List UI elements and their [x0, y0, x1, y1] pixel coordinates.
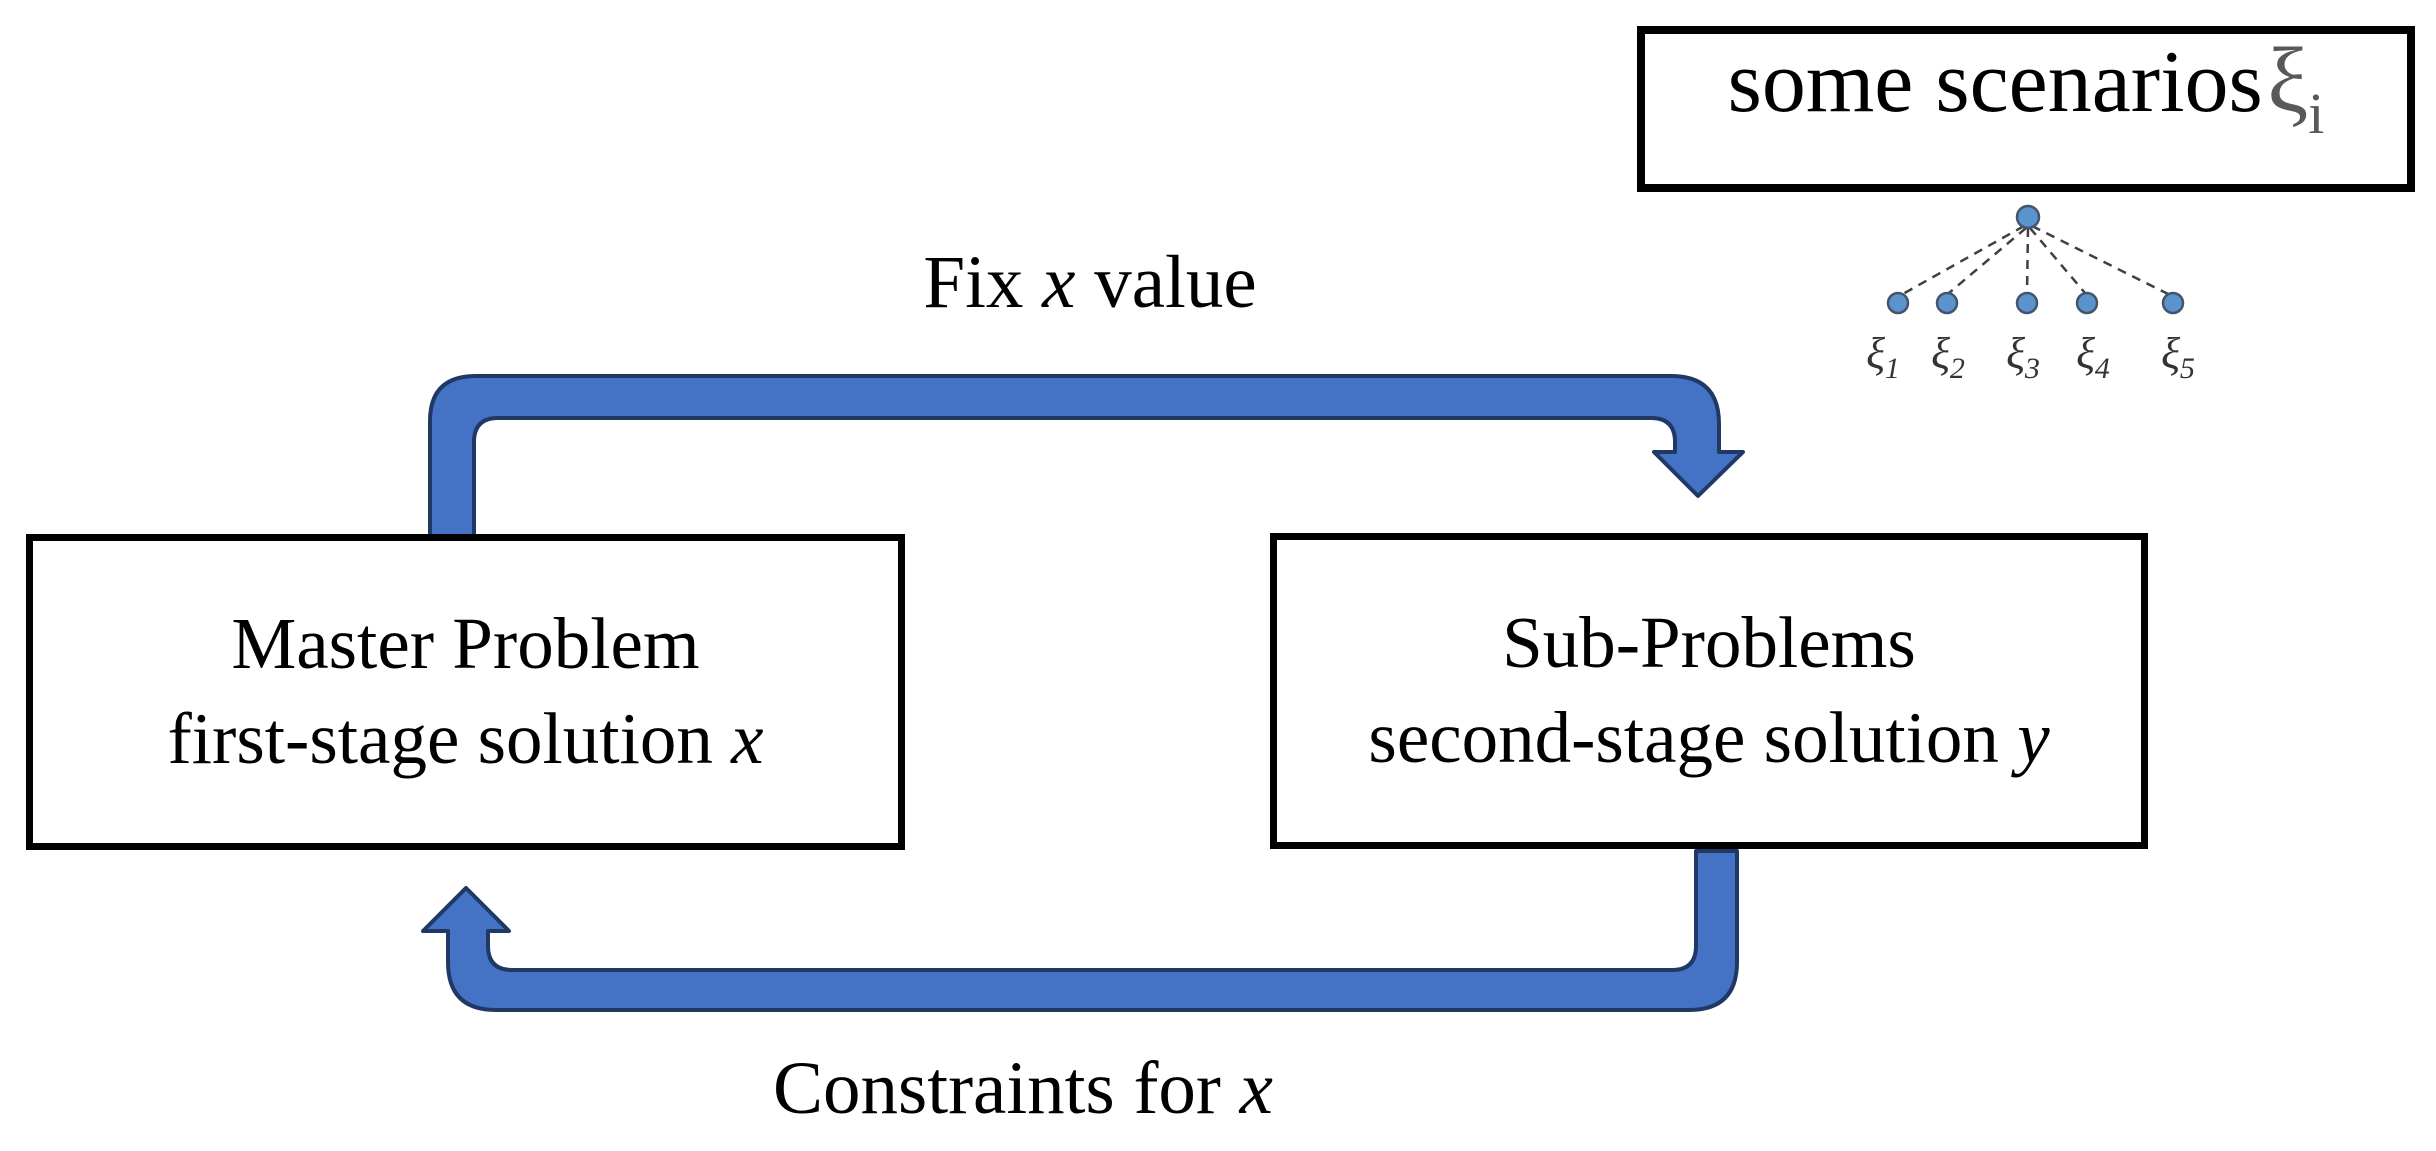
- scenario-tree-labels: ξ1 ξ2 ξ3 ξ4 ξ5: [1866, 329, 2195, 385]
- tree-leaf-node: [2075, 291, 2099, 315]
- sub-problems-subtitle: second-stage solution y: [1368, 697, 2050, 778]
- master-problem-subtitle: first-stage solution x: [167, 698, 764, 779]
- scenarios-box-text: some scenarios: [1727, 34, 2263, 131]
- scenario-tree: ξ1 ξ2 ξ3 ξ4 ξ5: [1866, 204, 2195, 385]
- variable-y: y: [2017, 697, 2050, 778]
- tree-edge: [2031, 224, 2171, 297]
- fix-x-arrow-shape: [428, 374, 1745, 539]
- variable-x: x: [1042, 241, 1076, 324]
- constraints-for-x-label: Constraints for x: [773, 1047, 1273, 1130]
- tree-label-xi4: ξ4: [2076, 329, 2110, 385]
- scenarios-box: some scenarios ξi: [1637, 26, 2415, 192]
- tree-leaf-node: [2015, 291, 2039, 315]
- scenario-tree-edges: [1900, 224, 2171, 297]
- tree-label-xi2: ξ2: [1931, 329, 1965, 385]
- tree-edge: [1948, 227, 2027, 294]
- master-problem-title: Master Problem: [231, 603, 700, 685]
- variable-x: x: [731, 698, 764, 779]
- master-problem-box: Master Problem first-stage solution x: [26, 534, 905, 850]
- sub-problems-title: Sub-Problems: [1502, 602, 1916, 684]
- tree-label-xi3: ξ3: [2006, 329, 2040, 385]
- fix-x-value-label: Fix x value: [923, 241, 1257, 324]
- constraints-arrow-shape: [421, 849, 1739, 1012]
- tree-leaf-node: [2161, 291, 2185, 315]
- tree-label-xi1: ξ1: [1866, 329, 1900, 385]
- variable-x: x: [1239, 1047, 1273, 1130]
- sub-problems-box: Sub-Problems second-stage solution y: [1270, 533, 2148, 849]
- tree-label-xi5: ξ5: [2161, 329, 2195, 385]
- tree-leaf-node: [1935, 291, 1959, 315]
- tree-root-node: [2015, 204, 2041, 230]
- tree-edge: [2029, 227, 2086, 294]
- tree-edge: [2025, 227, 2030, 293]
- tree-edge: [1900, 224, 2025, 297]
- scenarios-xi-symbol: ξi: [2267, 29, 2325, 146]
- tree-leaf-node: [1886, 291, 1910, 315]
